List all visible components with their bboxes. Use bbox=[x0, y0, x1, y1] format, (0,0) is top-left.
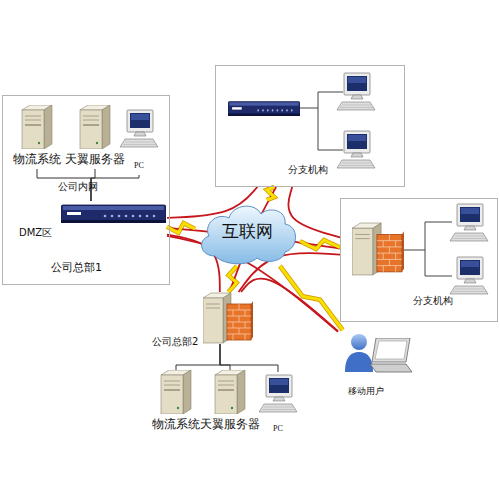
device-node: 公司总部2 bbox=[175, 292, 265, 344]
server-icon bbox=[214, 370, 246, 414]
firewall-server bbox=[352, 223, 404, 275]
network-label: 公司内网 bbox=[58, 181, 98, 193]
server-symbol bbox=[22, 105, 52, 149]
device-node: 物流系统 bbox=[146, 370, 206, 434]
fwserver-symbol bbox=[203, 293, 253, 343]
bolt-outline bbox=[300, 240, 340, 249]
lan-wire bbox=[176, 344, 220, 370]
pc-icon bbox=[119, 109, 159, 151]
bolt-outline bbox=[228, 266, 236, 292]
site-frame: 分支机构 bbox=[340, 198, 498, 322]
node-label: PC bbox=[117, 161, 161, 170]
lightning-link bbox=[300, 240, 340, 249]
device-node: 物流系统 bbox=[9, 105, 65, 169]
pc-symbol bbox=[337, 131, 375, 168]
pc-symbol bbox=[259, 375, 297, 412]
laptop-icon bbox=[370, 338, 412, 374]
server-icon bbox=[21, 105, 53, 149]
branch-router bbox=[228, 102, 300, 116]
pc-symbol bbox=[337, 73, 375, 110]
lan-wire bbox=[300, 92, 343, 150]
device-node: 移动用户 bbox=[338, 330, 416, 400]
node-label: 天翼服务器 bbox=[63, 153, 127, 167]
bolt-outline bbox=[267, 187, 275, 200]
node-label: 分支机构 bbox=[413, 295, 453, 307]
pc-icon bbox=[258, 374, 298, 416]
pc-symbol bbox=[450, 257, 488, 294]
node-label: 移动用户 bbox=[348, 386, 384, 396]
router-symbol bbox=[61, 205, 166, 223]
device-node: PC bbox=[256, 372, 300, 438]
server-symbol bbox=[215, 370, 245, 414]
node-label: 天翼服务器 bbox=[198, 418, 262, 432]
node-label: DMZ区 bbox=[19, 227, 52, 239]
server-icon bbox=[79, 105, 111, 149]
server-symbol bbox=[161, 370, 191, 414]
device-node: 互联网 bbox=[195, 200, 300, 266]
lan-wire bbox=[220, 344, 230, 370]
lightning-link bbox=[228, 266, 236, 292]
bolt-outline bbox=[280, 266, 343, 330]
node-label: 公司总部1 bbox=[51, 262, 102, 275]
router-icon bbox=[61, 203, 166, 223]
laptop-symbol bbox=[370, 338, 412, 372]
device-node: DMZ区 bbox=[15, 201, 167, 241]
server-symbol bbox=[80, 105, 110, 149]
lightning-link bbox=[280, 266, 343, 330]
person-icon bbox=[342, 332, 376, 372]
site-frame: 分支机构 bbox=[215, 65, 405, 187]
vpn-tunnel bbox=[241, 279, 338, 332]
device-node: 天翼服务器 bbox=[63, 105, 127, 169]
node-label: 公司总部2 bbox=[152, 336, 198, 348]
person-symbol bbox=[345, 334, 373, 372]
lightning-link bbox=[167, 223, 195, 233]
vpn-tunnel bbox=[288, 187, 340, 237]
lan-wire bbox=[404, 222, 452, 276]
server-icon bbox=[160, 370, 192, 414]
node-label: PC bbox=[256, 424, 300, 433]
bolt-outline bbox=[167, 223, 195, 233]
device-node: PC bbox=[117, 105, 161, 175]
node-label: 物流系统 bbox=[9, 153, 65, 167]
lightning-link bbox=[267, 187, 275, 200]
pc-symbol bbox=[120, 110, 158, 147]
pc-symbol bbox=[450, 204, 488, 241]
lan-wire bbox=[220, 344, 278, 372]
device-node: 天翼服务器 bbox=[198, 370, 262, 434]
fwserver-icon bbox=[203, 292, 253, 344]
lan-wire bbox=[91, 175, 139, 201]
node-label: 物流系统 bbox=[146, 418, 206, 432]
node-label: 互联网 bbox=[195, 222, 300, 242]
node-label: 分支机构 bbox=[288, 164, 328, 176]
